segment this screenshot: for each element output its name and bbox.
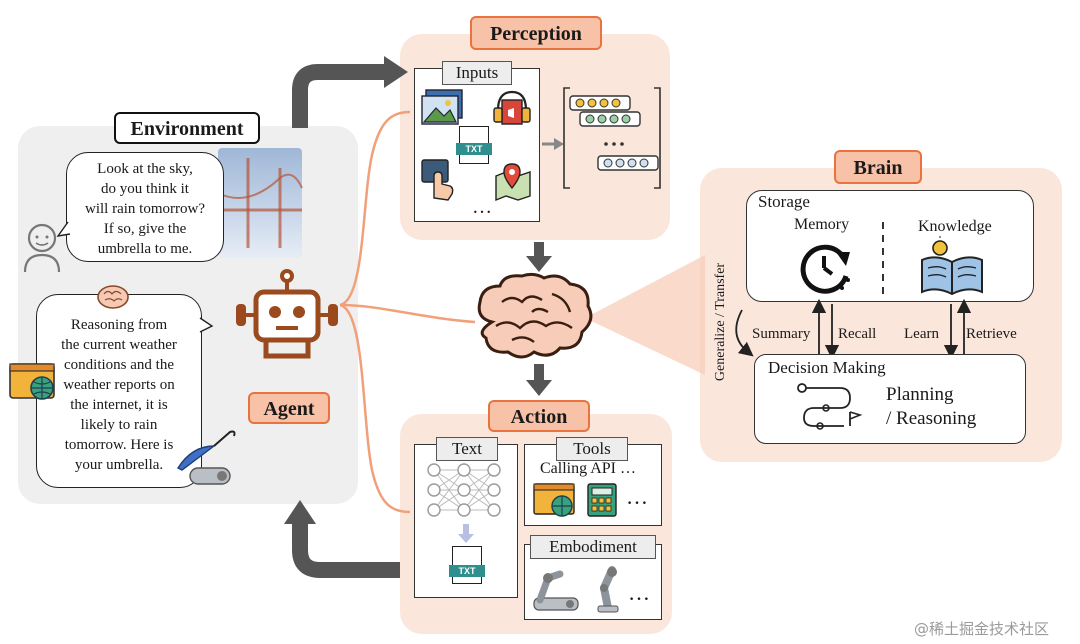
central-brain-icon	[477, 272, 593, 359]
action-to-env-arrowhead	[284, 500, 316, 524]
storage-card	[746, 190, 1034, 302]
agent-message-line: the internet, it is	[70, 397, 168, 413]
action-to-env-arrow	[292, 522, 400, 578]
text-output-arrow	[458, 524, 474, 543]
decision-making-card	[754, 354, 1026, 444]
small-brain-icon	[97, 285, 129, 309]
planning-path-icon	[797, 383, 863, 430]
txt-badge: TXT	[456, 143, 492, 155]
agent-message-line: conditions and the	[64, 357, 174, 373]
inputs-label: Inputs	[442, 61, 512, 85]
user-message-line: will rain tomorrow?	[85, 201, 205, 217]
agent-message-line: likely to rain	[80, 417, 158, 433]
storage-label: Storage	[758, 192, 810, 211]
umbrella-robot-icon	[176, 430, 236, 485]
generalize-label-wrap: Generalize / Transfer	[706, 250, 728, 400]
reasoning-label: / Reasoning	[886, 408, 977, 429]
generalize-label: Generalize / Transfer	[713, 262, 728, 382]
agent-message-line: tomorrow. Here is	[64, 437, 174, 453]
user-speech-bubble: Look at the sky, do you think it will ra…	[66, 152, 224, 262]
knowledge-label: Knowledge	[918, 218, 992, 235]
image-icon	[421, 89, 463, 125]
agent-to-brain-curve	[339, 303, 476, 324]
brain-beam	[585, 255, 705, 375]
user-message-line: umbrella to me.	[97, 241, 193, 257]
agent-message-line: Reasoning from	[70, 317, 168, 333]
env-to-perception-arrowhead	[384, 56, 408, 88]
agent-message-line: your umbrella.	[74, 457, 164, 473]
summary-label: Summary	[752, 326, 811, 342]
memory-label: Memory	[794, 216, 850, 233]
calling-api-label: Calling API …	[540, 460, 637, 477]
sky-photo	[217, 148, 303, 258]
embodiment-label: Embodiment	[530, 535, 656, 559]
map-location-icon	[495, 163, 531, 202]
inputs-to-tokens-arrow	[542, 138, 564, 150]
action-txt-document-icon: TXT	[449, 546, 485, 584]
retrieve-label: Retrieve	[966, 326, 1017, 342]
agent-label: Agent	[248, 392, 330, 424]
txt-document-icon: TXT	[456, 126, 492, 164]
watermark: @稀土掘金技术社区	[914, 620, 1050, 638]
user-message-line: If so, give the	[103, 221, 187, 237]
storage-decision-arrows	[735, 298, 972, 360]
planning-label: Planning	[886, 384, 954, 405]
audio-headphones-icon	[493, 90, 531, 125]
robot-leg-icon	[597, 566, 619, 613]
calculator-icon	[587, 483, 617, 517]
env-to-perception-arrow	[292, 64, 385, 128]
tools-label: Tools	[556, 437, 628, 461]
inputs-ellipsis: …	[472, 196, 492, 218]
embodiment-ellipsis: …	[628, 580, 650, 605]
neural-network-icon	[427, 463, 501, 517]
golden-gate-icon	[217, 158, 303, 248]
environment-title: Environment	[114, 112, 260, 144]
api-browser-icon	[533, 483, 575, 517]
agent-bubble-tail	[199, 317, 214, 333]
user-bubble-tail	[56, 221, 71, 237]
robot-arm-icon	[533, 570, 579, 611]
agent-to-perception-curve	[339, 110, 411, 307]
knowledge-book-icon	[921, 236, 983, 296]
decision-making-label: Decision Making	[768, 358, 886, 377]
agent-message-line: weather reports on	[63, 377, 175, 393]
agent-robot-icon	[236, 269, 338, 359]
agent-to-action-curve	[339, 303, 411, 514]
user-message-line: Look at the sky,	[97, 161, 193, 177]
agent-message-line: the current weather	[61, 337, 177, 353]
token-embeddings-icon	[563, 87, 661, 189]
learn-label: Learn	[904, 326, 939, 342]
action-title: Action	[488, 400, 590, 432]
perception-title: Perception	[470, 16, 602, 50]
text-action-label: Text	[436, 437, 498, 461]
user-avatar-icon	[23, 223, 61, 273]
brain-title: Brain	[834, 150, 922, 184]
tools-ellipsis: …	[626, 484, 648, 509]
recall-label: Recall	[838, 326, 877, 342]
memory-clock-icon	[800, 244, 850, 294]
web-browser-icon	[9, 363, 55, 400]
touch-screen-icon	[421, 159, 454, 201]
user-message-line: do you think it	[101, 181, 189, 197]
action-txt-badge: TXT	[449, 565, 485, 577]
storage-divider	[882, 222, 884, 300]
agent-speech-bubble: Reasoning from the current weather condi…	[36, 294, 202, 488]
